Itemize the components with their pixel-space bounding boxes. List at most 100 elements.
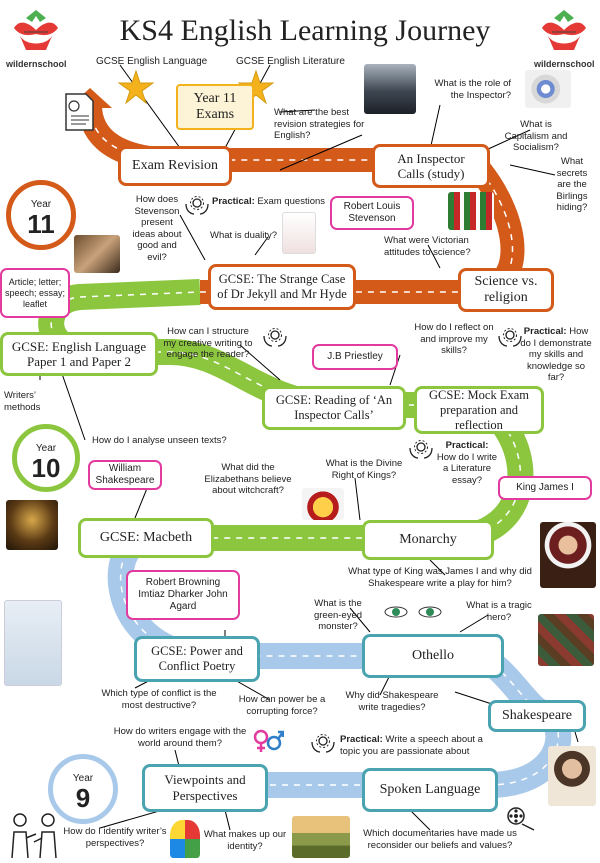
anthology-cover: [4, 600, 62, 686]
unit-english-language-papers: GCSE: English Language Paper 1 and Paper…: [0, 332, 158, 376]
unit-viewpoints: Viewpoints and Perspectives: [142, 764, 268, 812]
school-logo-text: wildernschool: [6, 59, 67, 69]
unit-power-conflict: GCSE: Power and Conflict Poetry: [134, 636, 260, 682]
question-tragedies: Why did Shakespeare write tragedies?: [345, 690, 439, 713]
question-writers-engage: How do writers engage with the world aro…: [113, 726, 247, 749]
question-inspector-role: What is the role of the Inspector?: [434, 78, 511, 101]
practical-exam-questions-text: Exam questions: [257, 196, 326, 207]
year-number: 9: [75, 783, 91, 813]
identity-puzzle-head: [170, 820, 200, 858]
unit-shakespeare: Shakespeare: [488, 700, 586, 732]
gcse-language-label: GCSE English Language: [96, 56, 208, 67]
unit-macbeth: GCSE: Macbeth: [78, 518, 214, 558]
practical-label: Practical:: [445, 440, 489, 451]
question-unseen: How do I analyse unseen texts?: [92, 435, 227, 446]
year-number: 10: [31, 453, 61, 483]
callout-text-types: Article; letter; speech; essay; leaflet: [0, 268, 70, 318]
shakespeare-portrait: [548, 746, 596, 806]
question-reflect: How do I reflect on and improve my skill…: [414, 322, 494, 356]
witches-painting: [6, 500, 58, 550]
callout-james: King James I: [498, 476, 592, 500]
question-conflict: Which type of conflict is the most destr…: [101, 688, 217, 711]
potions-photo: [448, 192, 494, 230]
practical-speech-text: Write a speech about a topic you are pas…: [340, 734, 483, 757]
unit-spoken-language: Spoken Language: [362, 768, 498, 812]
unit-exam-revision: Exam Revision: [118, 146, 232, 186]
practical-hands-icon: [409, 440, 433, 459]
unit-jekyll-hyde: GCSE: The Strange Case of Dr Jekyll and …: [208, 264, 356, 310]
label-writers-methods: Writers’ methods: [4, 390, 41, 413]
unit-science-religion: Science vs. religion: [458, 268, 554, 312]
question-green-eyed: What is the green-eyed monster?: [313, 598, 363, 632]
practical-label: Practical:: [340, 734, 383, 745]
film-reel-icon: [507, 807, 535, 831]
unit-year11-exams: Year 11 Exams: [176, 84, 254, 130]
callout-stevenson: Robert Louis Stevenson: [330, 196, 414, 230]
question-creative-writing: How can I structure my creative writing …: [163, 326, 253, 360]
school-crest-icon: [542, 10, 586, 50]
practical-hands-icon: [498, 328, 522, 347]
gender-symbols-icon: [253, 729, 284, 752]
school-logo-right: wildernschool: [534, 6, 595, 69]
painting-photo: [74, 235, 120, 273]
practical-hands-icon: [311, 734, 335, 753]
unit-mock-exam: GCSE: Mock Exam preparation and reflecti…: [414, 386, 544, 434]
question-divine-right: What is the Divine Right of Kings?: [325, 458, 403, 481]
unit-inspector-calls-study: An Inspector Calls (study): [372, 144, 490, 188]
practical-hands-icon: [185, 196, 209, 215]
practical-literature-essay: Practical: How do I write a Literature e…: [436, 440, 498, 486]
year-10-badge: Year 10: [12, 424, 80, 492]
unit-othello: Othello: [362, 634, 504, 678]
question-witchcraft: What did the Elizabethans believe about …: [204, 462, 292, 496]
question-tragic-hero: What is a tragic hero?: [466, 600, 532, 623]
question-birlings: What secrets are the Birlings hiding?: [556, 156, 588, 213]
practical-label: Practical:: [523, 326, 567, 337]
green-eyes-icon: [384, 606, 442, 618]
exam-document-icon: [65, 93, 94, 131]
unit-monarchy: Monarchy: [362, 520, 494, 560]
year-word: Year: [72, 773, 94, 784]
callout-priestley: J.B Priestley: [312, 344, 398, 370]
practical-hands-icon: [263, 328, 287, 347]
question-documentaries: Which documentaries have made us reconsi…: [363, 828, 517, 851]
gcse-literature-label: GCSE English Literature: [236, 56, 345, 67]
practical-demonstrate-text: How do I demonstrate my skills and knowl…: [520, 326, 592, 383]
question-identity: What makes up our identity?: [203, 829, 287, 852]
school-logo-text: wildernschool: [534, 59, 595, 69]
year-number: 11: [27, 209, 55, 239]
year-9-badge: Year 9: [48, 754, 118, 824]
question-capitalism: What is Capitalism and Socialism?: [504, 119, 568, 153]
question-stevenson-ideas: How does Stevenson present ideas about g…: [132, 194, 182, 263]
crown-photo: [302, 488, 344, 520]
year-11-badge: Year 11: [6, 180, 76, 250]
jekyll-book-photo: [282, 212, 316, 254]
landscape-photo: [292, 816, 350, 858]
practical-exam-questions: Practical: Exam questions: [212, 196, 342, 208]
practical-label: Practical:: [212, 196, 255, 207]
question-victorian: What were Victorian attitudes to science…: [384, 235, 471, 258]
star-icon: [118, 70, 154, 104]
question-duality: What is duality?: [210, 230, 278, 241]
unit-reading-inspector: GCSE: Reading of ‘An Inspector Calls’: [262, 386, 406, 430]
school-logo-left: wildernschool: [6, 6, 67, 69]
question-perspectives: How do I identify writer’s perspectives?: [63, 826, 167, 849]
year-word: Year: [35, 443, 57, 454]
callout-shakespeare: William Shakespeare: [88, 460, 162, 490]
year-word: Year: [30, 199, 52, 210]
ring-photo: [525, 70, 571, 108]
practical-demonstrate: Practical: How do I demonstrate my skill…: [518, 326, 594, 384]
question-revision-strategies: What are the best revision strategies fo…: [274, 107, 365, 141]
star-icon: [238, 70, 274, 104]
books-photo: [538, 614, 594, 666]
debating-people-icon: [11, 813, 57, 859]
school-crest-icon: [14, 10, 58, 50]
inspector-photo: [364, 64, 416, 114]
practical-speech: Practical: Write a speech about a topic …: [340, 734, 488, 757]
callout-poets: Robert Browning Imtiaz Dharker John Agar…: [126, 570, 240, 620]
page-title: KS4 English Learning Journey: [119, 14, 491, 47]
practical-literature-essay-text: How do I write a Literature essay?: [436, 451, 498, 486]
question-power: How can power be a corrupting force?: [238, 694, 326, 717]
king-james-portrait: [540, 522, 596, 588]
question-king-james: What type of King was James I and why di…: [348, 566, 532, 589]
